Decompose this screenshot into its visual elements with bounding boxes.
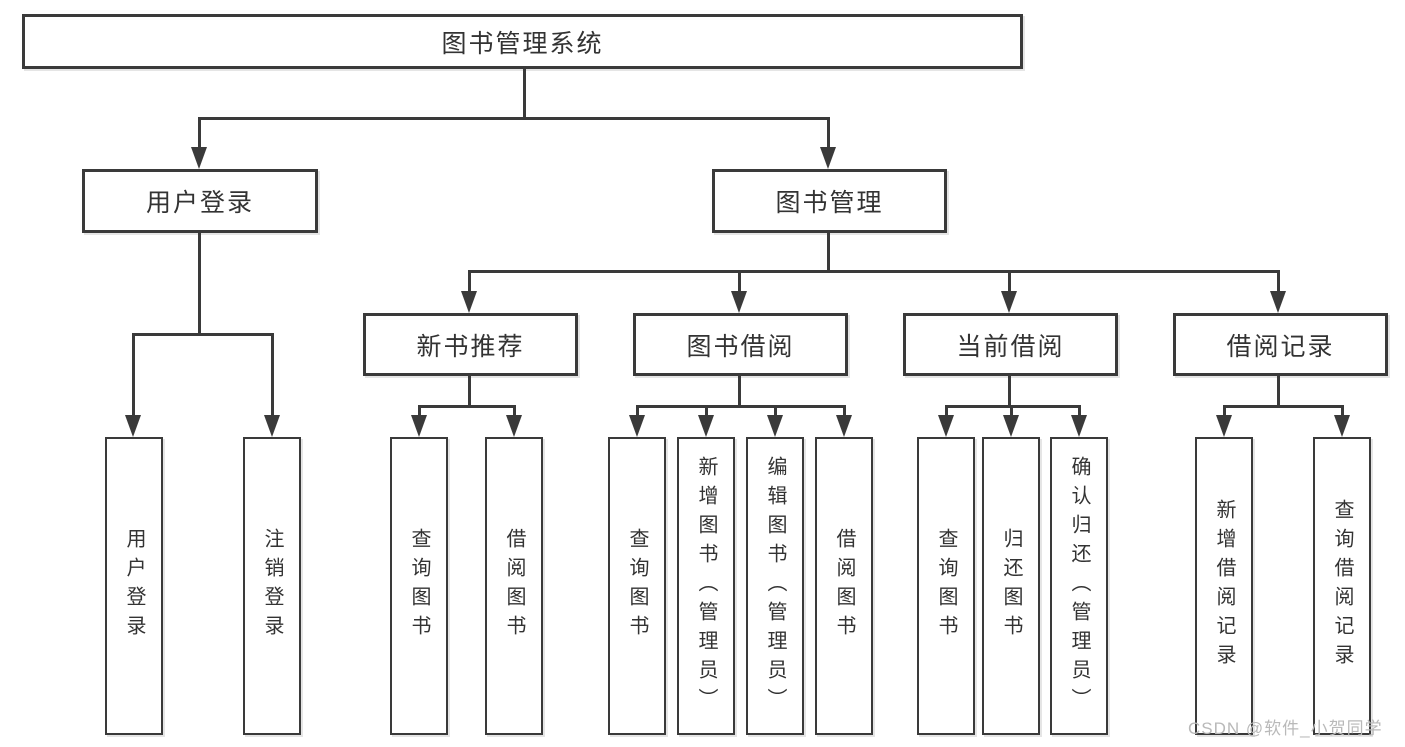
node-label: 查询图书 <box>408 528 430 644</box>
node-label: 图书管理 <box>775 189 884 217</box>
node-label: 新书推荐 <box>416 332 525 361</box>
node-label: 用户登录 <box>123 528 145 644</box>
connector-line <box>705 405 708 417</box>
node-label: 查询图书 <box>935 528 957 644</box>
arrowhead-down <box>264 415 280 437</box>
connector-line <box>271 333 274 417</box>
connector-line <box>1277 376 1280 407</box>
connector-line <box>1223 405 1226 417</box>
connector-line <box>1277 270 1280 293</box>
leaf-confirm-return-admin: 确认归还（管理员） <box>1050 437 1108 735</box>
connector-line <box>513 405 516 417</box>
connector-line <box>468 376 471 407</box>
connector-line <box>198 117 201 149</box>
node-label: 注销登录 <box>261 528 283 644</box>
node-book-borrow: 图书借阅 <box>633 313 848 376</box>
arrowhead-down <box>1003 415 1019 437</box>
arrowhead-down <box>731 291 747 313</box>
connector-line <box>774 405 777 417</box>
node-label: 确认归还（管理员） <box>1068 455 1090 717</box>
node-current-borrow: 当前借阅 <box>903 313 1118 376</box>
connector-line <box>945 405 948 417</box>
node-label: 新增图书（管理员） <box>695 455 717 717</box>
node-label: 编辑图书（管理员） <box>764 455 786 717</box>
connector-line <box>636 405 639 417</box>
arrowhead-down <box>506 415 522 437</box>
leaf-add-borrow-record: 新增借阅记录 <box>1195 437 1253 735</box>
node-borrow-records: 借阅记录 <box>1173 313 1388 376</box>
arrowhead-down <box>938 415 954 437</box>
node-label: 用户登录 <box>145 189 254 217</box>
connector-line <box>1008 376 1011 407</box>
arrowhead-down <box>629 415 645 437</box>
node-book-management: 图书管理 <box>712 169 947 233</box>
leaf-add-books-admin: 新增图书（管理员） <box>677 437 735 735</box>
connector-line <box>132 333 274 336</box>
leaf-query-books-3: 查询图书 <box>917 437 975 735</box>
node-label: 借阅图书 <box>833 528 855 644</box>
connector-line <box>827 117 830 149</box>
leaf-query-books-1: 查询图书 <box>390 437 448 735</box>
connector-line <box>1223 405 1343 408</box>
connector-line <box>1010 405 1013 417</box>
arrowhead-down <box>1270 291 1286 313</box>
csdn-watermark: CSDN @软件_小贺同学 <box>1188 719 1383 738</box>
arrowhead-down <box>411 415 427 437</box>
node-label: 查询借阅记录 <box>1331 499 1353 673</box>
arrowhead-down <box>1216 415 1232 437</box>
connector-line <box>198 117 830 120</box>
node-new-book-recommend: 新书推荐 <box>363 313 578 376</box>
node-label: 图书借阅 <box>686 332 795 361</box>
connector-line <box>827 233 830 272</box>
arrowhead-down <box>191 147 207 169</box>
node-label: 借阅记录 <box>1226 332 1335 361</box>
connector-line <box>468 270 1280 273</box>
arrowhead-down <box>698 415 714 437</box>
leaf-user-login: 用户登录 <box>105 437 163 735</box>
connector-line <box>198 233 201 334</box>
node-label: 借阅图书 <box>503 528 525 644</box>
node-label: 新增借阅记录 <box>1213 499 1235 673</box>
leaf-return-books: 归还图书 <box>982 437 1040 735</box>
connector-line <box>132 333 135 417</box>
arrowhead-down <box>461 291 477 313</box>
arrowhead-down <box>820 147 836 169</box>
leaf-borrow-books-2: 借阅图书 <box>815 437 873 735</box>
arrowhead-down <box>1001 291 1017 313</box>
arrowhead-down <box>836 415 852 437</box>
connector-line <box>1008 270 1011 293</box>
arrowhead-down <box>125 415 141 437</box>
leaf-borrow-books-1: 借阅图书 <box>485 437 543 735</box>
leaf-logout: 注销登录 <box>243 437 301 735</box>
node-library-system: 图书管理系统 <box>22 14 1023 69</box>
arrowhead-down <box>1071 415 1087 437</box>
node-label: 归还图书 <box>1000 528 1022 644</box>
connector-line <box>418 405 516 408</box>
leaf-query-borrow-record: 查询借阅记录 <box>1313 437 1371 735</box>
arrowhead-down <box>767 415 783 437</box>
node-user-login: 用户登录 <box>82 169 318 233</box>
connector-line <box>1341 405 1344 417</box>
node-label: 查询图书 <box>626 528 648 644</box>
connector-line <box>523 69 526 118</box>
leaf-edit-books-admin: 编辑图书（管理员） <box>746 437 804 735</box>
node-label: 图书管理系统 <box>441 29 604 58</box>
connector-line <box>1078 405 1081 417</box>
connector-line <box>468 270 471 293</box>
leaf-query-books-2: 查询图书 <box>608 437 666 735</box>
connector-line <box>738 376 741 407</box>
connector-line <box>738 270 741 293</box>
connector-line <box>636 405 845 408</box>
node-label: 当前借阅 <box>956 332 1065 361</box>
connector-line <box>843 405 846 417</box>
connector-line <box>418 405 421 417</box>
arrowhead-down <box>1334 415 1350 437</box>
